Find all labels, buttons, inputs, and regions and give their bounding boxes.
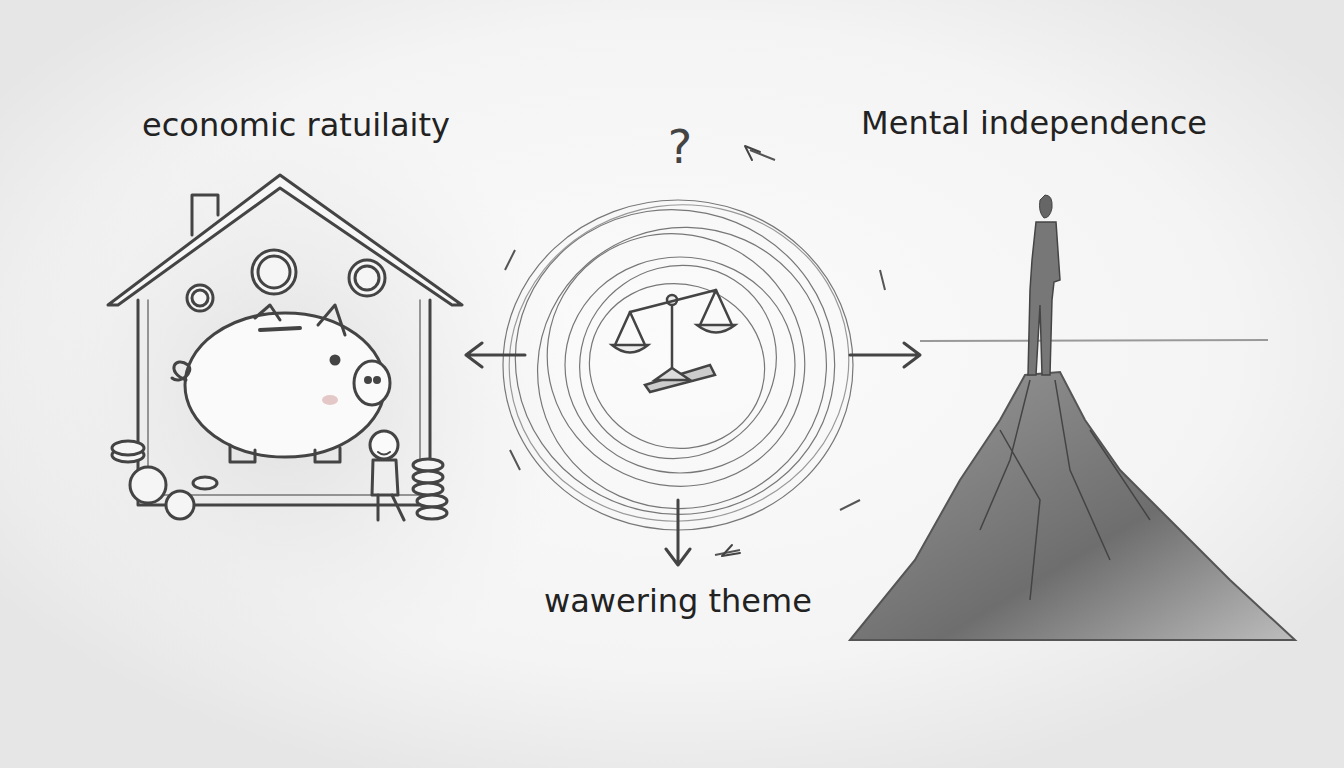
wavering-swirl bbox=[487, 150, 885, 555]
house-shading bbox=[0, 100, 575, 700]
mountain-figure bbox=[850, 195, 1295, 640]
question-mark: ? bbox=[668, 120, 692, 175]
left-heading: economic ratuilaity bbox=[142, 106, 450, 144]
house-drawing bbox=[108, 175, 462, 520]
balance-scale bbox=[612, 290, 735, 392]
direction-arrows bbox=[466, 146, 920, 565]
bottom-caption: wawering theme bbox=[544, 582, 812, 620]
right-heading: Mental independence bbox=[861, 104, 1207, 142]
